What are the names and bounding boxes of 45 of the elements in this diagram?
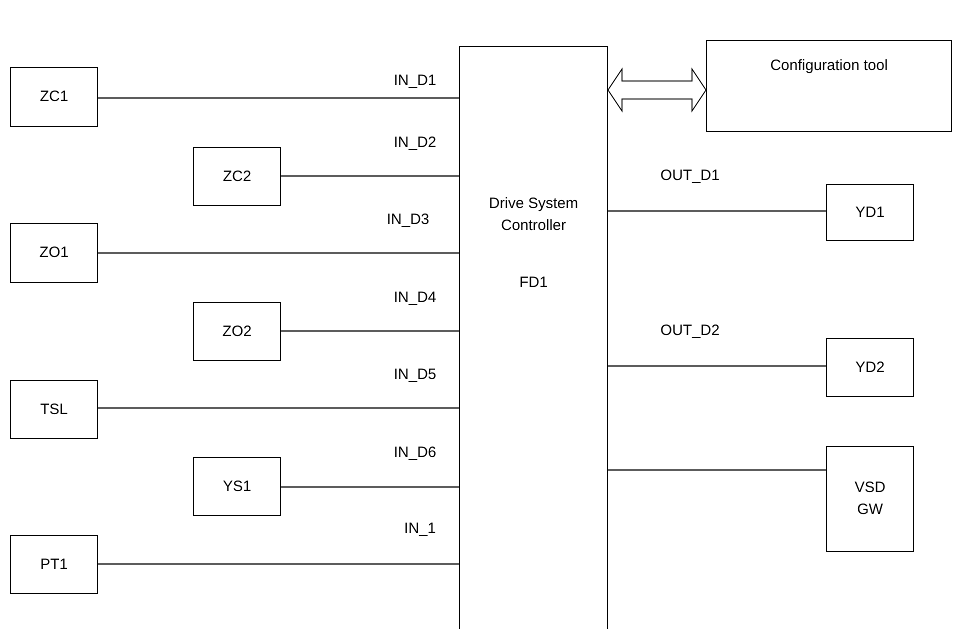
connector-line xyxy=(98,97,459,99)
connector-line xyxy=(98,563,459,565)
node-label: FD1 xyxy=(519,273,548,293)
connector-line xyxy=(608,365,826,367)
double-arrow xyxy=(607,67,707,113)
connector-line xyxy=(281,330,459,332)
signal-label: IN_D4 xyxy=(394,289,436,307)
connector-line xyxy=(98,252,459,254)
node-label: ZC2 xyxy=(222,166,252,186)
node-label: PT1 xyxy=(40,554,68,574)
device-box xyxy=(193,457,281,516)
device-box xyxy=(826,184,914,241)
device-box xyxy=(193,147,281,206)
controller-block xyxy=(459,46,608,629)
device-box xyxy=(193,302,281,361)
node-label: YS1 xyxy=(222,476,252,496)
connector-line xyxy=(281,175,459,177)
signal-label: IN_1 xyxy=(404,520,436,538)
node-label: VSD GW xyxy=(854,478,886,520)
device-box xyxy=(10,535,98,594)
node-label: Configuration tool xyxy=(770,56,888,76)
signal-label: IN_D1 xyxy=(394,72,436,90)
connector-line xyxy=(98,407,459,409)
node-label: YD2 xyxy=(855,358,885,378)
node-label: TSL xyxy=(40,400,68,420)
node-label: ZO1 xyxy=(39,243,69,263)
signal-label: OUT_D1 xyxy=(660,167,720,185)
node-label: YD1 xyxy=(855,202,885,222)
connector-line xyxy=(608,469,826,471)
signal-label: IN_D6 xyxy=(394,444,436,462)
signal-label: IN_D3 xyxy=(386,211,430,229)
signal-label: IN_D5 xyxy=(394,366,436,384)
device-box xyxy=(10,380,98,439)
connector-line xyxy=(281,486,459,488)
device-box xyxy=(10,67,98,127)
device-box xyxy=(826,338,914,397)
signal-label: IN_D2 xyxy=(394,134,436,152)
node-label: ZO2 xyxy=(222,322,252,342)
signal-label: OUT_D2 xyxy=(660,322,720,340)
device-box xyxy=(10,223,98,283)
node-label: Drive System Controller xyxy=(488,194,578,236)
node-label: ZC1 xyxy=(40,87,68,107)
device-box xyxy=(826,446,914,552)
device-box xyxy=(706,40,952,132)
connector-line xyxy=(608,210,826,212)
